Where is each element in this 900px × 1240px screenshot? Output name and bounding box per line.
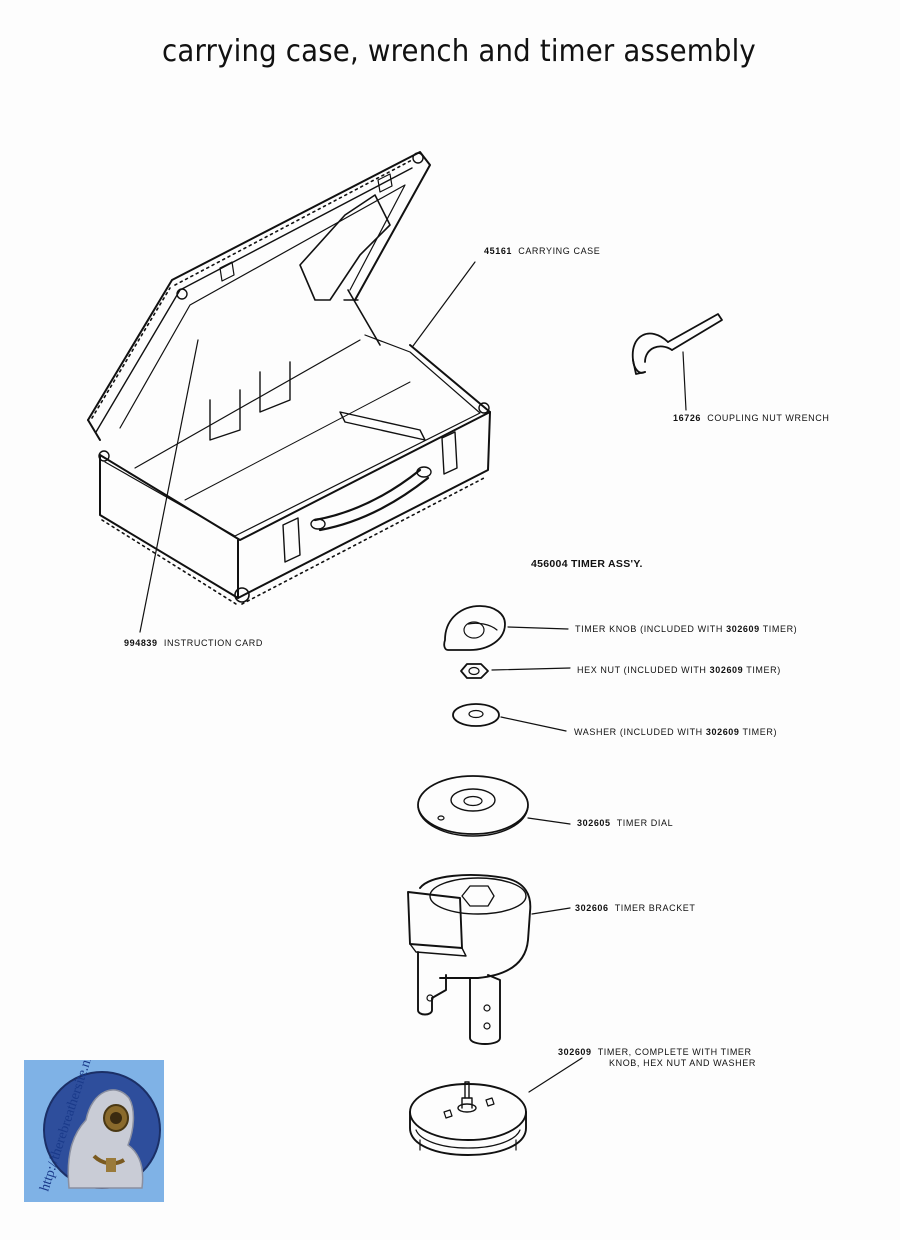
part-ref: 302609 xyxy=(709,665,744,675)
part-number: 45161 xyxy=(484,246,513,256)
part-name: COUPLING NUT WRENCH xyxy=(707,413,830,423)
label-text: HEX NUT (INCLUDED WITH xyxy=(577,665,710,675)
leader-hex-nut xyxy=(491,667,571,671)
label-timer-dial: 302605 TIMER DIAL xyxy=(577,818,673,828)
part-number: 994839 xyxy=(124,638,158,648)
hex-nut-drawing xyxy=(460,663,489,679)
label-timer: 302609 TIMER, COMPLETE WITH TIMER KNOB, … xyxy=(558,1047,756,1069)
timer-knob-drawing xyxy=(443,605,506,651)
leader-timer-dial xyxy=(527,817,571,825)
label-timer-bracket: 302606 TIMER BRACKET xyxy=(575,903,696,913)
site-logo-badge: http://therebreathersite.nl xyxy=(24,1054,164,1202)
page-title: carrying case, wrench and timer assembly xyxy=(162,34,756,69)
part-number: 302606 xyxy=(575,903,609,913)
timer-drawing xyxy=(409,1081,527,1156)
part-name-line2: KNOB, HEX NUT AND WASHER xyxy=(609,1058,756,1068)
label-text: TIMER) xyxy=(739,727,778,737)
diver-logo: http://therebreathersite.nl xyxy=(38,1054,161,1193)
part-ref: 302609 xyxy=(726,624,760,634)
part-number: 302605 xyxy=(577,818,611,828)
part-ref: 302609 xyxy=(705,727,740,737)
part-name: CARRYING CASE xyxy=(518,246,601,256)
label-text: TIMER) xyxy=(759,624,798,634)
part-name: TIMER DIAL xyxy=(616,818,674,828)
label-carrying-case: 45161 CARRYING CASE xyxy=(484,246,600,256)
carrying-case-drawing xyxy=(87,151,491,605)
label-instruction-card: 994839 INSTRUCTION CARD xyxy=(124,638,263,648)
label-text: WASHER (INCLUDED WITH xyxy=(574,727,706,737)
label-washer: WASHER (INCLUDED WITH 302609 TIMER) xyxy=(574,727,777,737)
part-name: TIMER BRACKET xyxy=(614,903,696,913)
timer-dial-drawing xyxy=(417,775,529,837)
leader-timer-bracket xyxy=(531,907,571,915)
label-timer-knob: TIMER KNOB (INCLUDED WITH 302609 TIMER) xyxy=(575,624,797,634)
part-name: INSTRUCTION CARD xyxy=(163,638,263,648)
label-coupling-nut-wrench: 16726 COUPLING NUT WRENCH xyxy=(673,413,829,423)
coupling-nut-wrench-drawing xyxy=(631,313,723,375)
part-number: 16726 xyxy=(673,413,702,423)
leader-timer xyxy=(528,1057,583,1093)
label-hex-nut: HEX NUT (INCLUDED WITH 302609 TIMER) xyxy=(577,665,781,675)
leader-wrench xyxy=(682,351,687,411)
label-text: TIMER) xyxy=(743,665,781,675)
label-text: TIMER KNOB (INCLUDED WITH xyxy=(575,624,727,634)
part-number: 302609 xyxy=(558,1047,592,1057)
leader-washer xyxy=(500,716,567,732)
washer-drawing xyxy=(452,703,500,727)
leader-carrying-case xyxy=(412,261,476,347)
timer-bracket-drawing xyxy=(407,874,532,1045)
timer-assembly-heading: 456004 TIMER ASS'Y. xyxy=(531,558,643,570)
part-name-line1: TIMER, COMPLETE WITH TIMER xyxy=(597,1047,752,1057)
leader-timer-knob xyxy=(507,626,569,630)
leader-instruction-card xyxy=(139,339,199,633)
